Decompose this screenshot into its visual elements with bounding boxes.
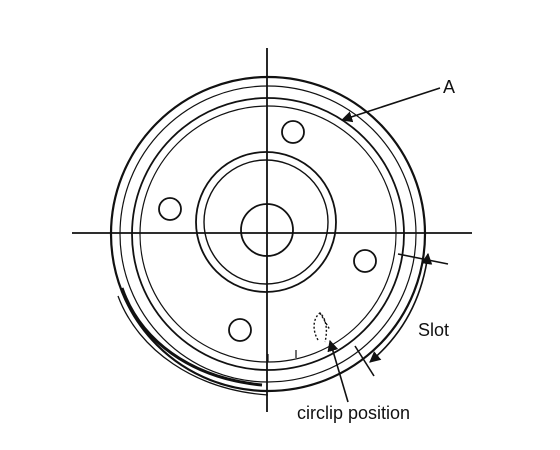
circlip bbox=[313, 312, 331, 343]
outer-ring bbox=[109, 75, 427, 393]
inner-plate-ring bbox=[139, 105, 397, 363]
snap-ring-a bbox=[131, 97, 405, 371]
slot-arrow bbox=[369, 252, 433, 363]
leader-circlip bbox=[327, 339, 349, 403]
leader-a bbox=[340, 87, 441, 123]
outer-ring-inner-edge bbox=[119, 85, 417, 383]
slot-ticks bbox=[267, 350, 297, 362]
rim-shadow-lower bbox=[117, 295, 269, 396]
rim-shadow bbox=[120, 287, 263, 387]
label-circlip-position: circlip position bbox=[297, 403, 410, 423]
bolt-hole-bottom bbox=[228, 318, 252, 342]
hub-inner-ring bbox=[203, 159, 329, 285]
label-a: A bbox=[443, 77, 455, 97]
bolt-hole-left bbox=[158, 197, 182, 221]
hub-outer-ring bbox=[195, 151, 337, 293]
label-slot: Slot bbox=[418, 320, 449, 340]
slot-mark-bottom bbox=[354, 345, 375, 377]
bolt-hole-right bbox=[353, 249, 377, 273]
bolt-hole-top bbox=[281, 120, 305, 144]
